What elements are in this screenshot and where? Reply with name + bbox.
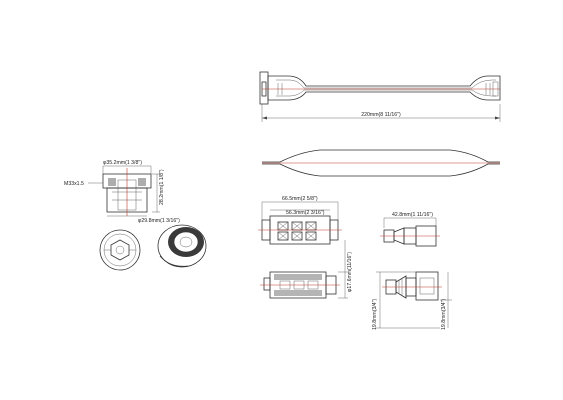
connector-top-view: 42.8mm(1 11/16") xyxy=(380,212,440,247)
desiccant-bag-top-view xyxy=(259,71,501,105)
desiccant-bag-side-view xyxy=(262,149,500,177)
cap-diameter-label: φ35.2mm(1 3/8") xyxy=(103,160,142,166)
cartridge-diameter-label: φ17.6mm(11/16") xyxy=(347,252,353,292)
cartridge-length-label: 66.5mm(2 5/8") xyxy=(282,196,318,202)
connector-side-view: 19.8mm(3/4") 19.8mm(3/4") xyxy=(372,271,452,330)
connector-length-label: 42.8mm(1 11/16") xyxy=(392,212,433,218)
total-length-dimension: 220mm(8 11/16") xyxy=(261,104,501,122)
cartridge-inner-length-label: 56.3mm(2 3/16") xyxy=(286,210,325,216)
cap-side-view: φ35.2mm(1 3/8") M33x1.5 28.2mm(1 1/8") φ… xyxy=(64,160,180,224)
thread-label: M33x1.5 xyxy=(64,181,84,187)
bag-seam-hatching xyxy=(277,83,491,95)
cap-body-diameter-label: φ29.8mm(1 3/16") xyxy=(138,218,180,224)
cartridge-windows xyxy=(277,221,317,241)
cap-height-label: 28.2mm(1 1/8") xyxy=(159,169,165,205)
connector-height-b-label: 19.8mm(3/4") xyxy=(441,298,447,330)
cartridge-top-view: 66.5mm(2 5/8") 56.3mm(2 3/16") xyxy=(258,196,342,245)
connector-height-a-label: 19.8mm(3/4") xyxy=(372,298,378,330)
cap-isometric-view xyxy=(157,224,207,268)
cap-top-view xyxy=(99,229,141,271)
cartridge-side-view: φ17.6mm(11/16") xyxy=(260,240,353,299)
total-length-label: 220mm(8 11/16") xyxy=(361,112,401,118)
